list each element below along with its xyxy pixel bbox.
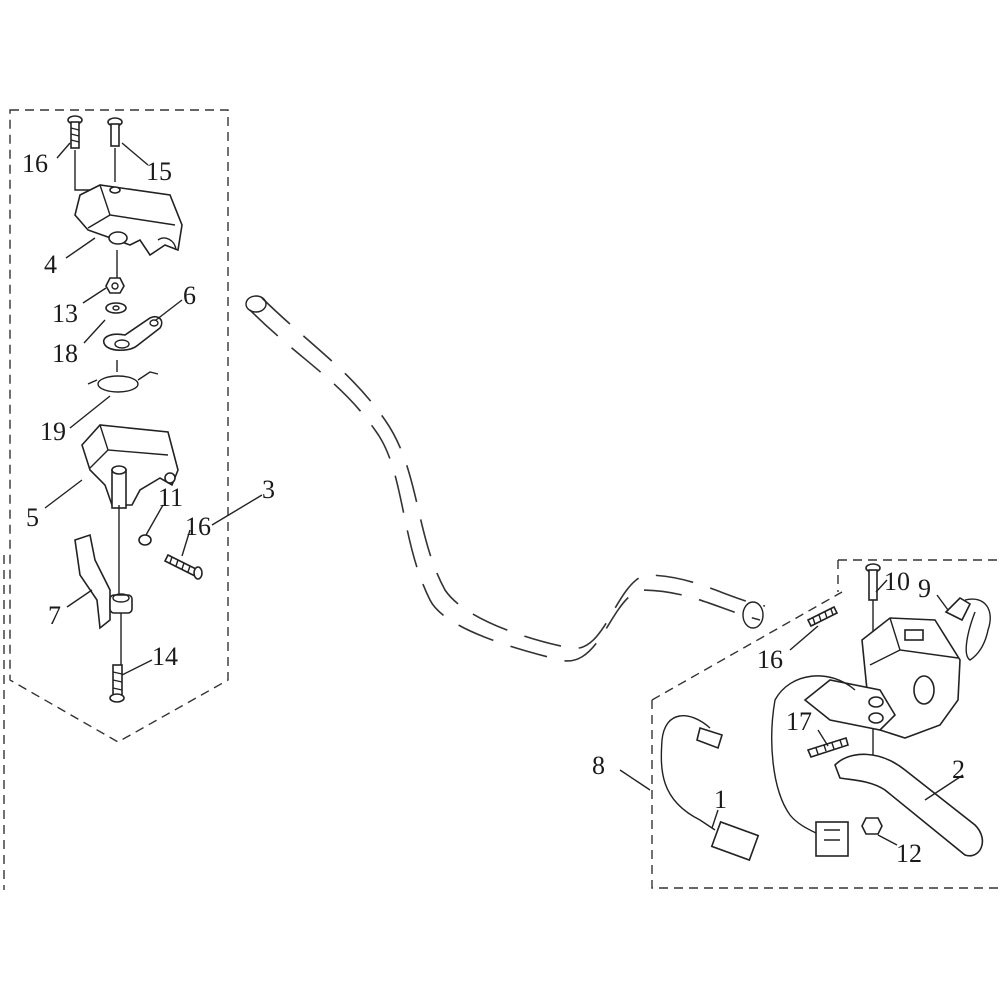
callout-5: 5 xyxy=(26,503,39,532)
callout-16-right: 16 xyxy=(757,645,783,674)
callout-11: 11 xyxy=(158,483,183,512)
brake-lever-2 xyxy=(834,753,984,857)
brake-switch-9 xyxy=(944,596,991,661)
housing-upper-4 xyxy=(74,184,183,257)
callout-3: 3 xyxy=(262,475,275,504)
callout-7: 7 xyxy=(48,601,61,630)
callout-9: 9 xyxy=(918,574,931,603)
callout-8: 8 xyxy=(592,751,605,780)
left-assembly-frame xyxy=(9,109,229,743)
switch-cable xyxy=(771,675,856,857)
callout-16-top: 16 xyxy=(22,149,48,178)
wire-harness-1 xyxy=(660,715,760,862)
assembly-axis-left xyxy=(116,250,122,665)
nut-13 xyxy=(105,277,125,294)
nut-12 xyxy=(861,817,883,835)
lever-arm-6 xyxy=(103,315,163,352)
screw-17 xyxy=(806,736,849,758)
bracket-7 xyxy=(74,533,133,630)
callout-16-side: 16 xyxy=(185,512,211,541)
callout-10: 10 xyxy=(884,567,910,596)
screw-16-right xyxy=(806,605,839,628)
right-assembly-frame xyxy=(651,559,1000,889)
callout-12: 12 xyxy=(896,839,922,868)
leader-lines xyxy=(44,142,964,846)
screw-14 xyxy=(109,664,125,703)
screw-16-side xyxy=(163,553,203,580)
callout-13: 13 xyxy=(52,299,78,328)
screw-15 xyxy=(107,117,123,182)
spring-19 xyxy=(87,371,159,393)
callout-14: 14 xyxy=(152,642,178,671)
callout-19: 19 xyxy=(40,417,66,446)
callout-4: 4 xyxy=(44,250,57,279)
lever-bracket xyxy=(803,679,897,731)
housing-lower-5 xyxy=(81,424,179,509)
handlebar xyxy=(245,295,766,662)
callout-17: 17 xyxy=(786,707,812,736)
washer-18 xyxy=(105,302,127,314)
callout-1: 1 xyxy=(714,785,727,814)
washer-11 xyxy=(138,534,152,546)
callout-2: 2 xyxy=(952,755,965,784)
screw-16-top xyxy=(67,115,96,191)
callout-15: 15 xyxy=(146,157,172,186)
callout-6: 6 xyxy=(183,281,196,310)
callout-18: 18 xyxy=(52,339,78,368)
